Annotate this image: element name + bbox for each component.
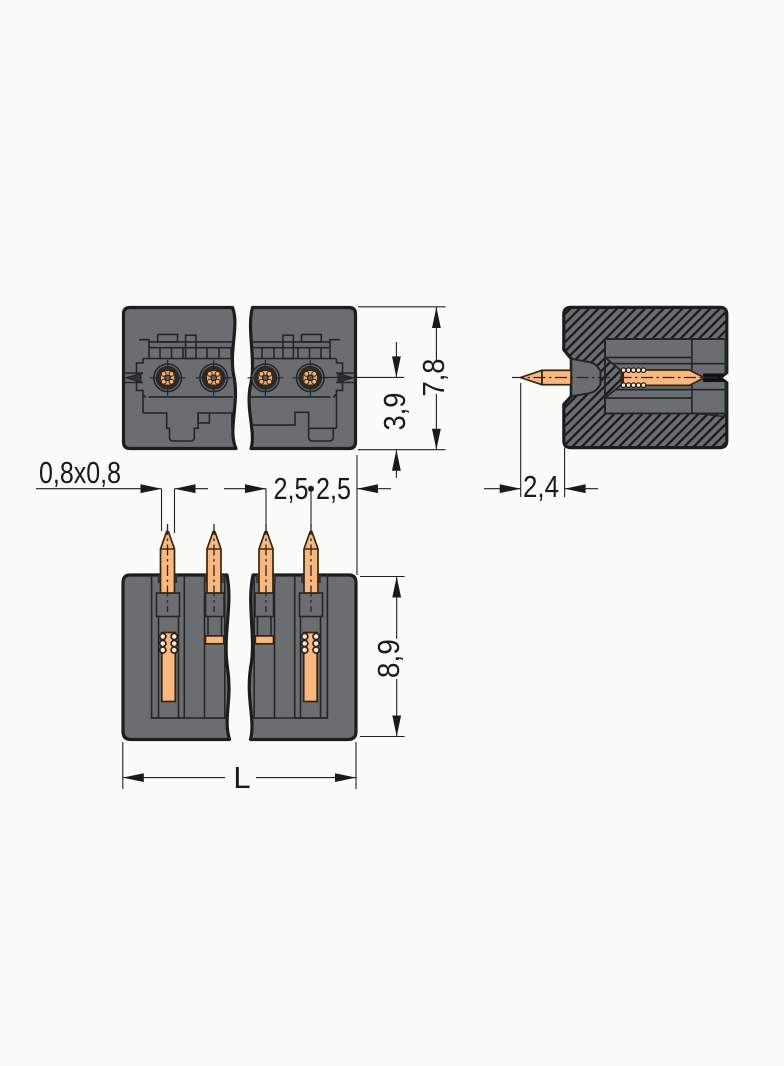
svg-text:8,9: 8,9 [371, 639, 406, 678]
svg-text:L: L [233, 760, 250, 795]
svg-text:7,8: 7,8 [416, 359, 451, 397]
svg-text:0,8x0,8: 0,8x0,8 [39, 455, 121, 490]
svg-text:3,9: 3,9 [377, 393, 412, 431]
svg-text:2,5: 2,5 [274, 471, 309, 506]
svg-text:2,4: 2,4 [523, 469, 559, 504]
svg-text:2,5: 2,5 [316, 471, 351, 506]
